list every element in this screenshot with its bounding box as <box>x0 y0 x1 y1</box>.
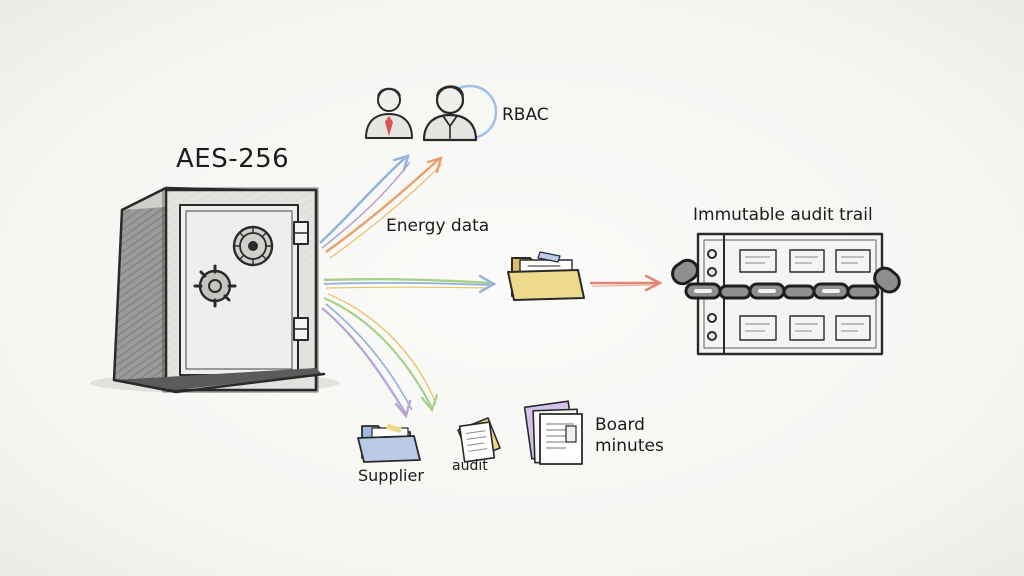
chain-icon <box>671 258 901 300</box>
user-icon <box>365 87 413 139</box>
arrow-to-audit-trail <box>589 274 663 292</box>
audit-trail-label: Immutable audit trail <box>693 205 873 225</box>
folder-icon <box>507 251 585 301</box>
document-stack-icon <box>457 417 501 463</box>
arrow-to-rbac <box>319 154 443 259</box>
document-stack-icon <box>523 400 583 465</box>
folder-icon <box>357 424 421 463</box>
user-icon <box>422 84 498 142</box>
arrow-to-energy-data <box>323 274 497 294</box>
access-control-label: RBAC <box>502 105 549 125</box>
board-minutes-label: Board minutes <box>595 415 664 456</box>
arrow-to-lower-documents <box>321 293 439 419</box>
audit-label: audit <box>452 458 488 474</box>
vault-safe-icon <box>90 186 340 394</box>
energy-data-label: Energy data <box>386 216 490 236</box>
encryption-label: AES-256 <box>176 144 290 174</box>
supplier-label: Supplier <box>358 466 424 485</box>
